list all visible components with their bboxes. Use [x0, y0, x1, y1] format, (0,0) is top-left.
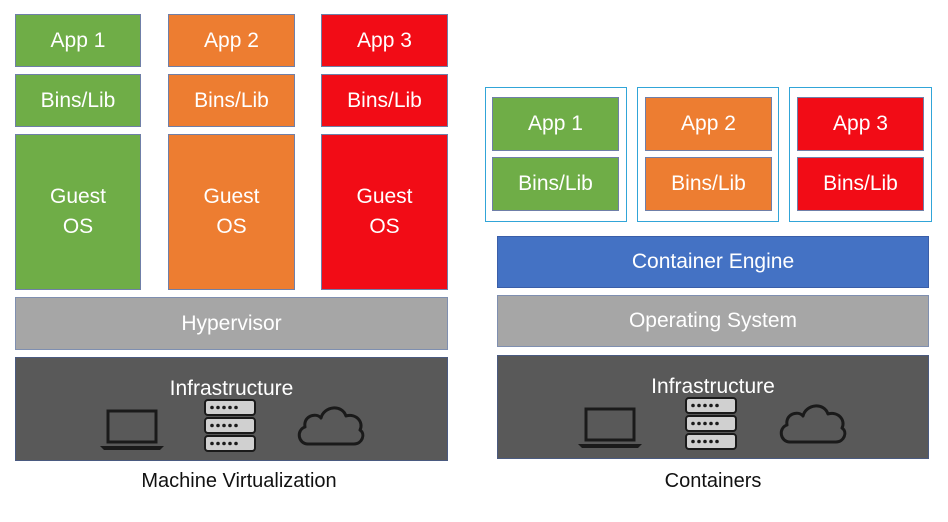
ct-bins-3: Bins/Lib: [797, 157, 924, 211]
vm-infrastructure-label: Infrastructure: [169, 377, 294, 400]
container-frame-2: [637, 87, 779, 222]
guest-os-line-1: Guest: [356, 185, 413, 208]
server-icon: [204, 399, 256, 452]
vm-hypervisor: Hypervisor: [15, 297, 448, 350]
laptop-icon: [578, 407, 642, 448]
guest-os-line-2: OS: [216, 215, 247, 238]
cloud-icon: [779, 404, 847, 444]
ct-app-1: App 1: [492, 97, 619, 151]
container-engine: Container Engine: [497, 236, 929, 288]
laptop-icon: [100, 409, 164, 450]
vm-app-3: App 3: [321, 14, 448, 67]
cloud-icon: [297, 406, 365, 446]
ct-bins-2: Bins/Lib: [645, 157, 772, 211]
operating-system: Operating System: [497, 295, 929, 347]
vm-bins-3: Bins/Lib: [321, 74, 448, 127]
container-frame-1: [485, 87, 627, 222]
guest-os-line-1: Guest: [49, 185, 107, 208]
vm-app-1: App 1: [15, 14, 141, 67]
ct-bins-1: Bins/Lib: [492, 157, 619, 211]
vm-bins-2: Bins/Lib: [168, 74, 295, 127]
vm-caption: Machine Virtualization: [141, 470, 337, 492]
guest-os-line-2: OS: [62, 215, 94, 238]
vm-bins-1: Bins/Lib: [15, 74, 141, 127]
vm-guest-os-2: Guest OS: [168, 134, 295, 290]
containers-caption: Containers: [664, 470, 762, 492]
server-icon: [685, 397, 737, 450]
vm-app-2: App 2: [168, 14, 295, 67]
ct-infrastructure-label: Infrastructure: [651, 375, 775, 398]
vm-guest-os-3: Guest OS: [321, 134, 448, 290]
vm-guest-os-1: Guest OS: [15, 134, 141, 290]
container-frame-3: [789, 87, 932, 222]
guest-os-line-1: Guest: [203, 185, 260, 208]
ct-app-3: App 3: [797, 97, 924, 151]
ct-app-2: App 2: [645, 97, 772, 151]
guest-os-line-2: OS: [369, 215, 400, 238]
